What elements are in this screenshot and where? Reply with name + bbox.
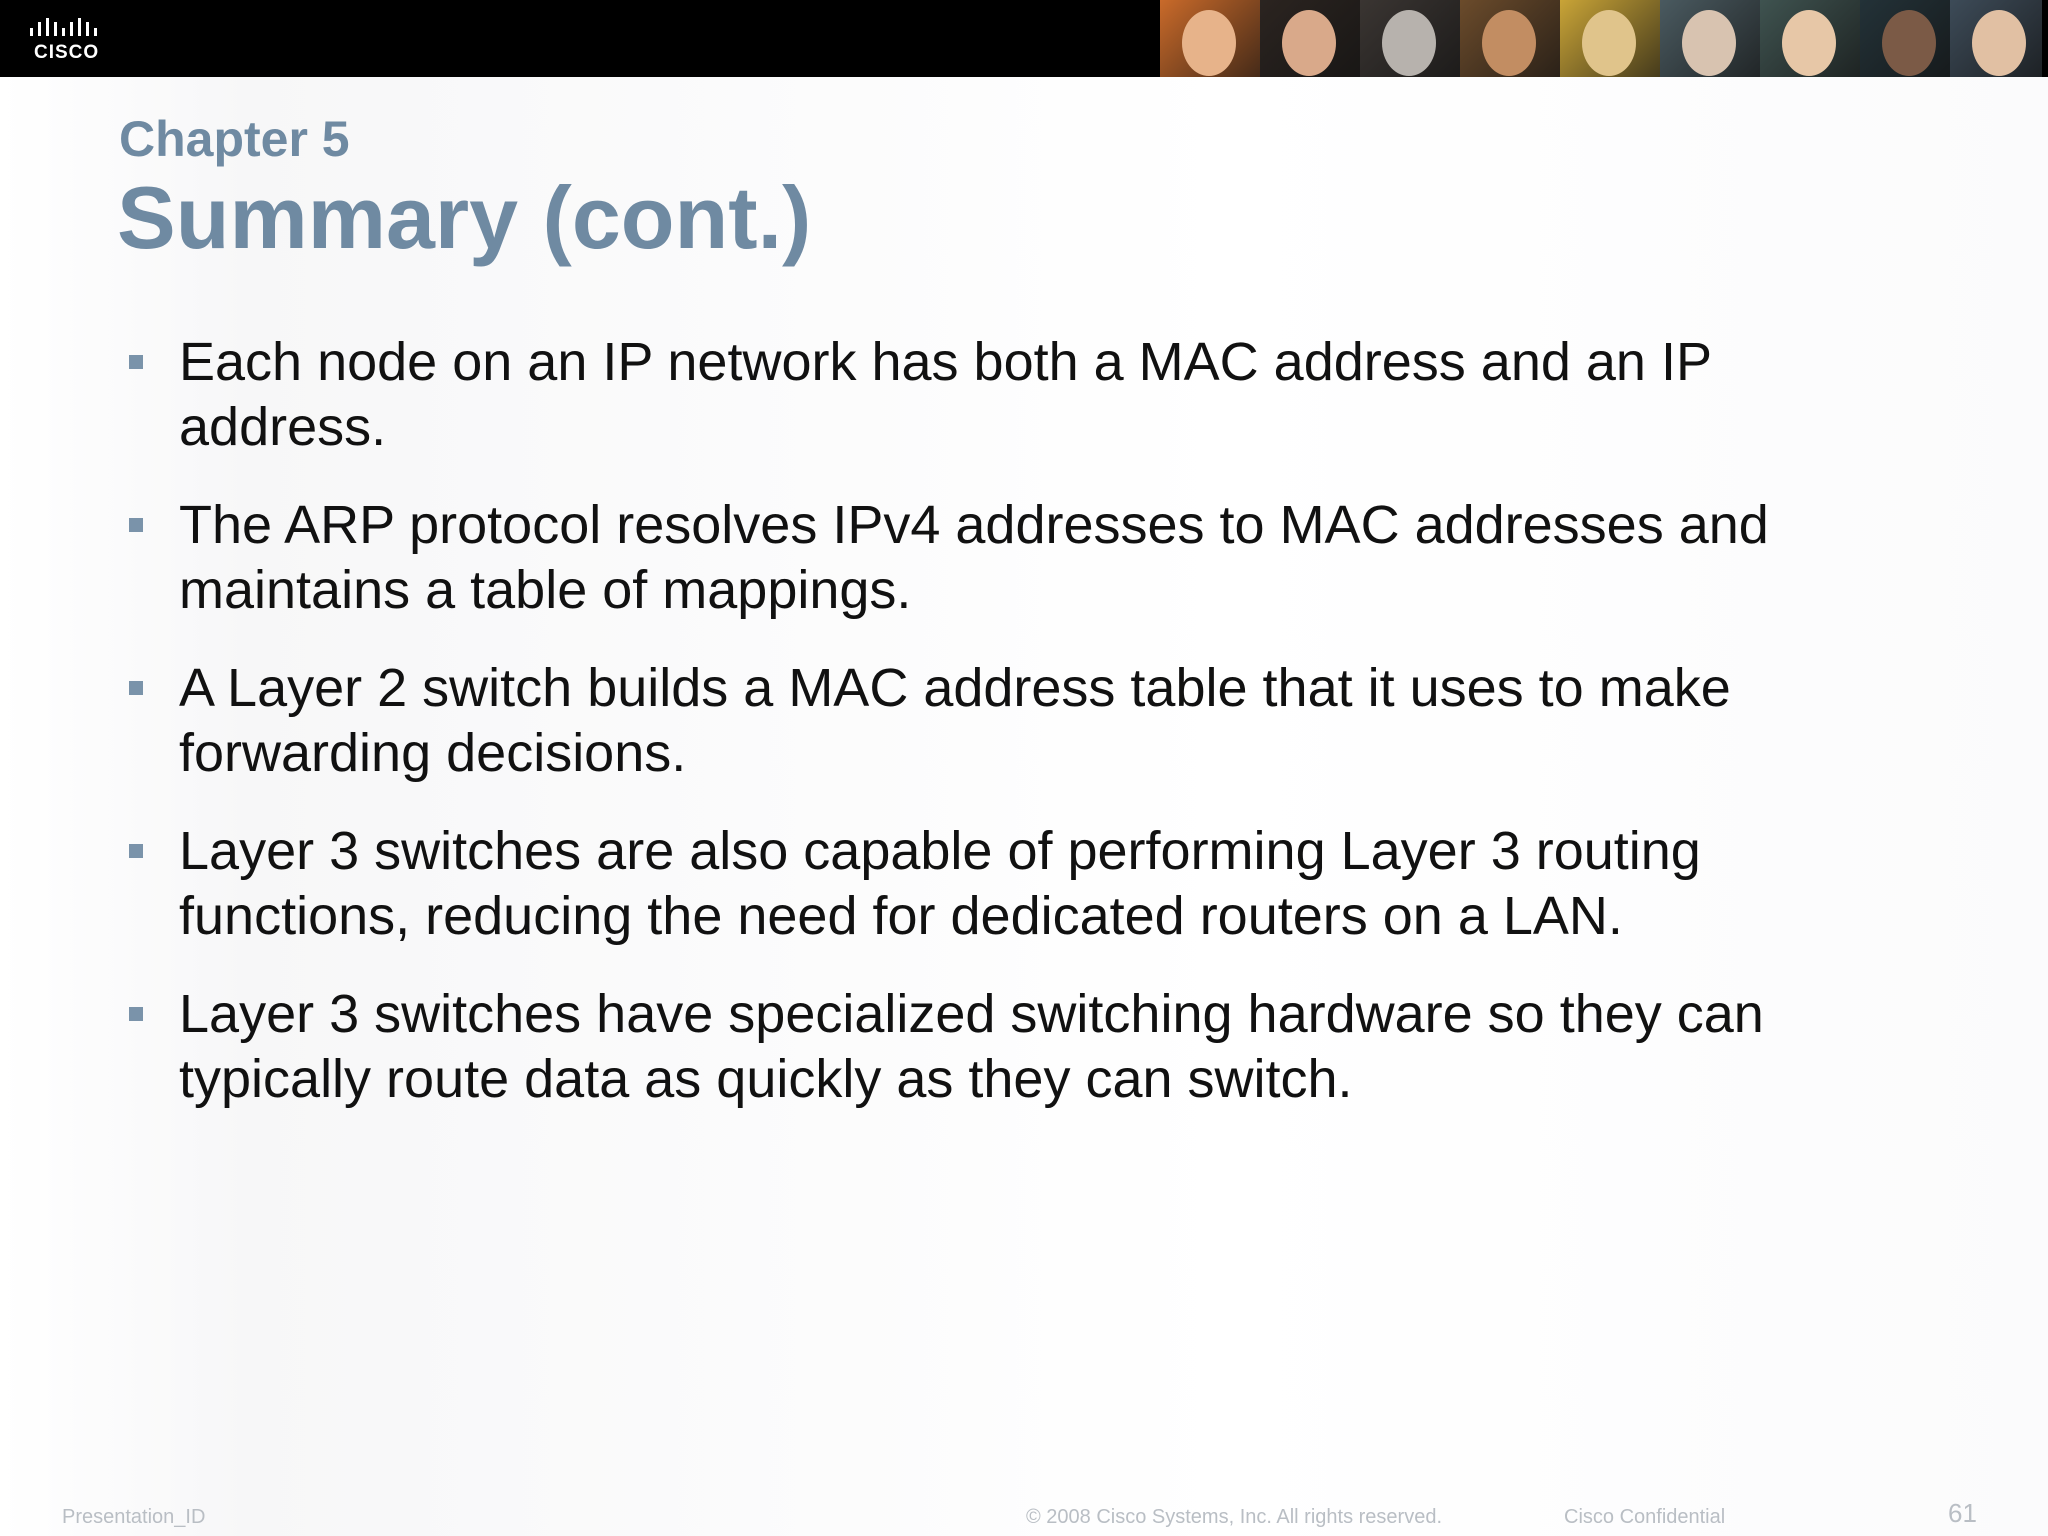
photo-tile-9 [1950,0,2042,77]
footer-confidential: Cisco Confidential [1564,1506,1726,1528]
photo-tile-6 [1660,0,1760,77]
header-bar: CISCO [0,0,2048,77]
header-photo-strip [1160,0,2048,77]
bullet-item: Each node on an IP network has both a MA… [127,330,1927,460]
portrait-face-icon [1782,10,1836,76]
photo-tile-2 [1260,0,1360,77]
photo-tile-1 [1160,0,1260,77]
photo-tile-4 [1460,0,1560,77]
bullet-square-icon [129,681,143,695]
slide-title: Summary (cont.) [117,168,812,267]
footer-presentation-id: Presentation_ID [62,1506,206,1528]
chapter-label: Chapter 5 [119,111,350,167]
bullet-list: Each node on an IP network has both a MA… [127,330,1927,1145]
photo-tile-5 [1560,0,1660,77]
photo-tile-3 [1360,0,1460,77]
bullet-text: The ARP protocol resolves IPv4 addresses… [179,495,1769,620]
bullet-square-icon [129,355,143,369]
bullet-square-icon [129,518,143,532]
bullet-item: Layer 3 switches are also capable of per… [127,819,1927,949]
portrait-face-icon [1182,10,1236,76]
portrait-face-icon [1482,10,1536,76]
photo-tile-7 [1760,0,1860,77]
slide-background [0,77,2048,1536]
portrait-face-icon [1282,10,1336,76]
bullet-item: A Layer 2 switch builds a MAC address ta… [127,656,1927,786]
cisco-bars-icon [30,18,97,36]
bullet-item: The ARP protocol resolves IPv4 addresses… [127,493,1927,623]
bullet-square-icon [129,844,143,858]
portrait-face-icon [1682,10,1736,76]
bullet-item: Layer 3 switches have specialized switch… [127,982,1927,1112]
page-number: 61 [1948,1498,1977,1528]
portrait-face-icon [1582,10,1636,76]
cisco-logo: CISCO [28,14,128,64]
bullet-text: A Layer 2 switch builds a MAC address ta… [179,658,1731,783]
bullet-square-icon [129,1007,143,1021]
photo-tile-8 [1860,0,1950,77]
footer-copyright: © 2008 Cisco Systems, Inc. All rights re… [1026,1506,1443,1528]
cisco-logo-text: CISCO [34,42,100,63]
bullet-text: Layer 3 switches have specialized switch… [179,984,1764,1109]
bullet-text: Layer 3 switches are also capable of per… [179,821,1701,946]
bullet-text: Each node on an IP network has both a MA… [179,332,1712,457]
portrait-face-icon [1882,10,1936,76]
portrait-face-icon [1972,10,2026,76]
portrait-face-icon [1382,10,1436,76]
